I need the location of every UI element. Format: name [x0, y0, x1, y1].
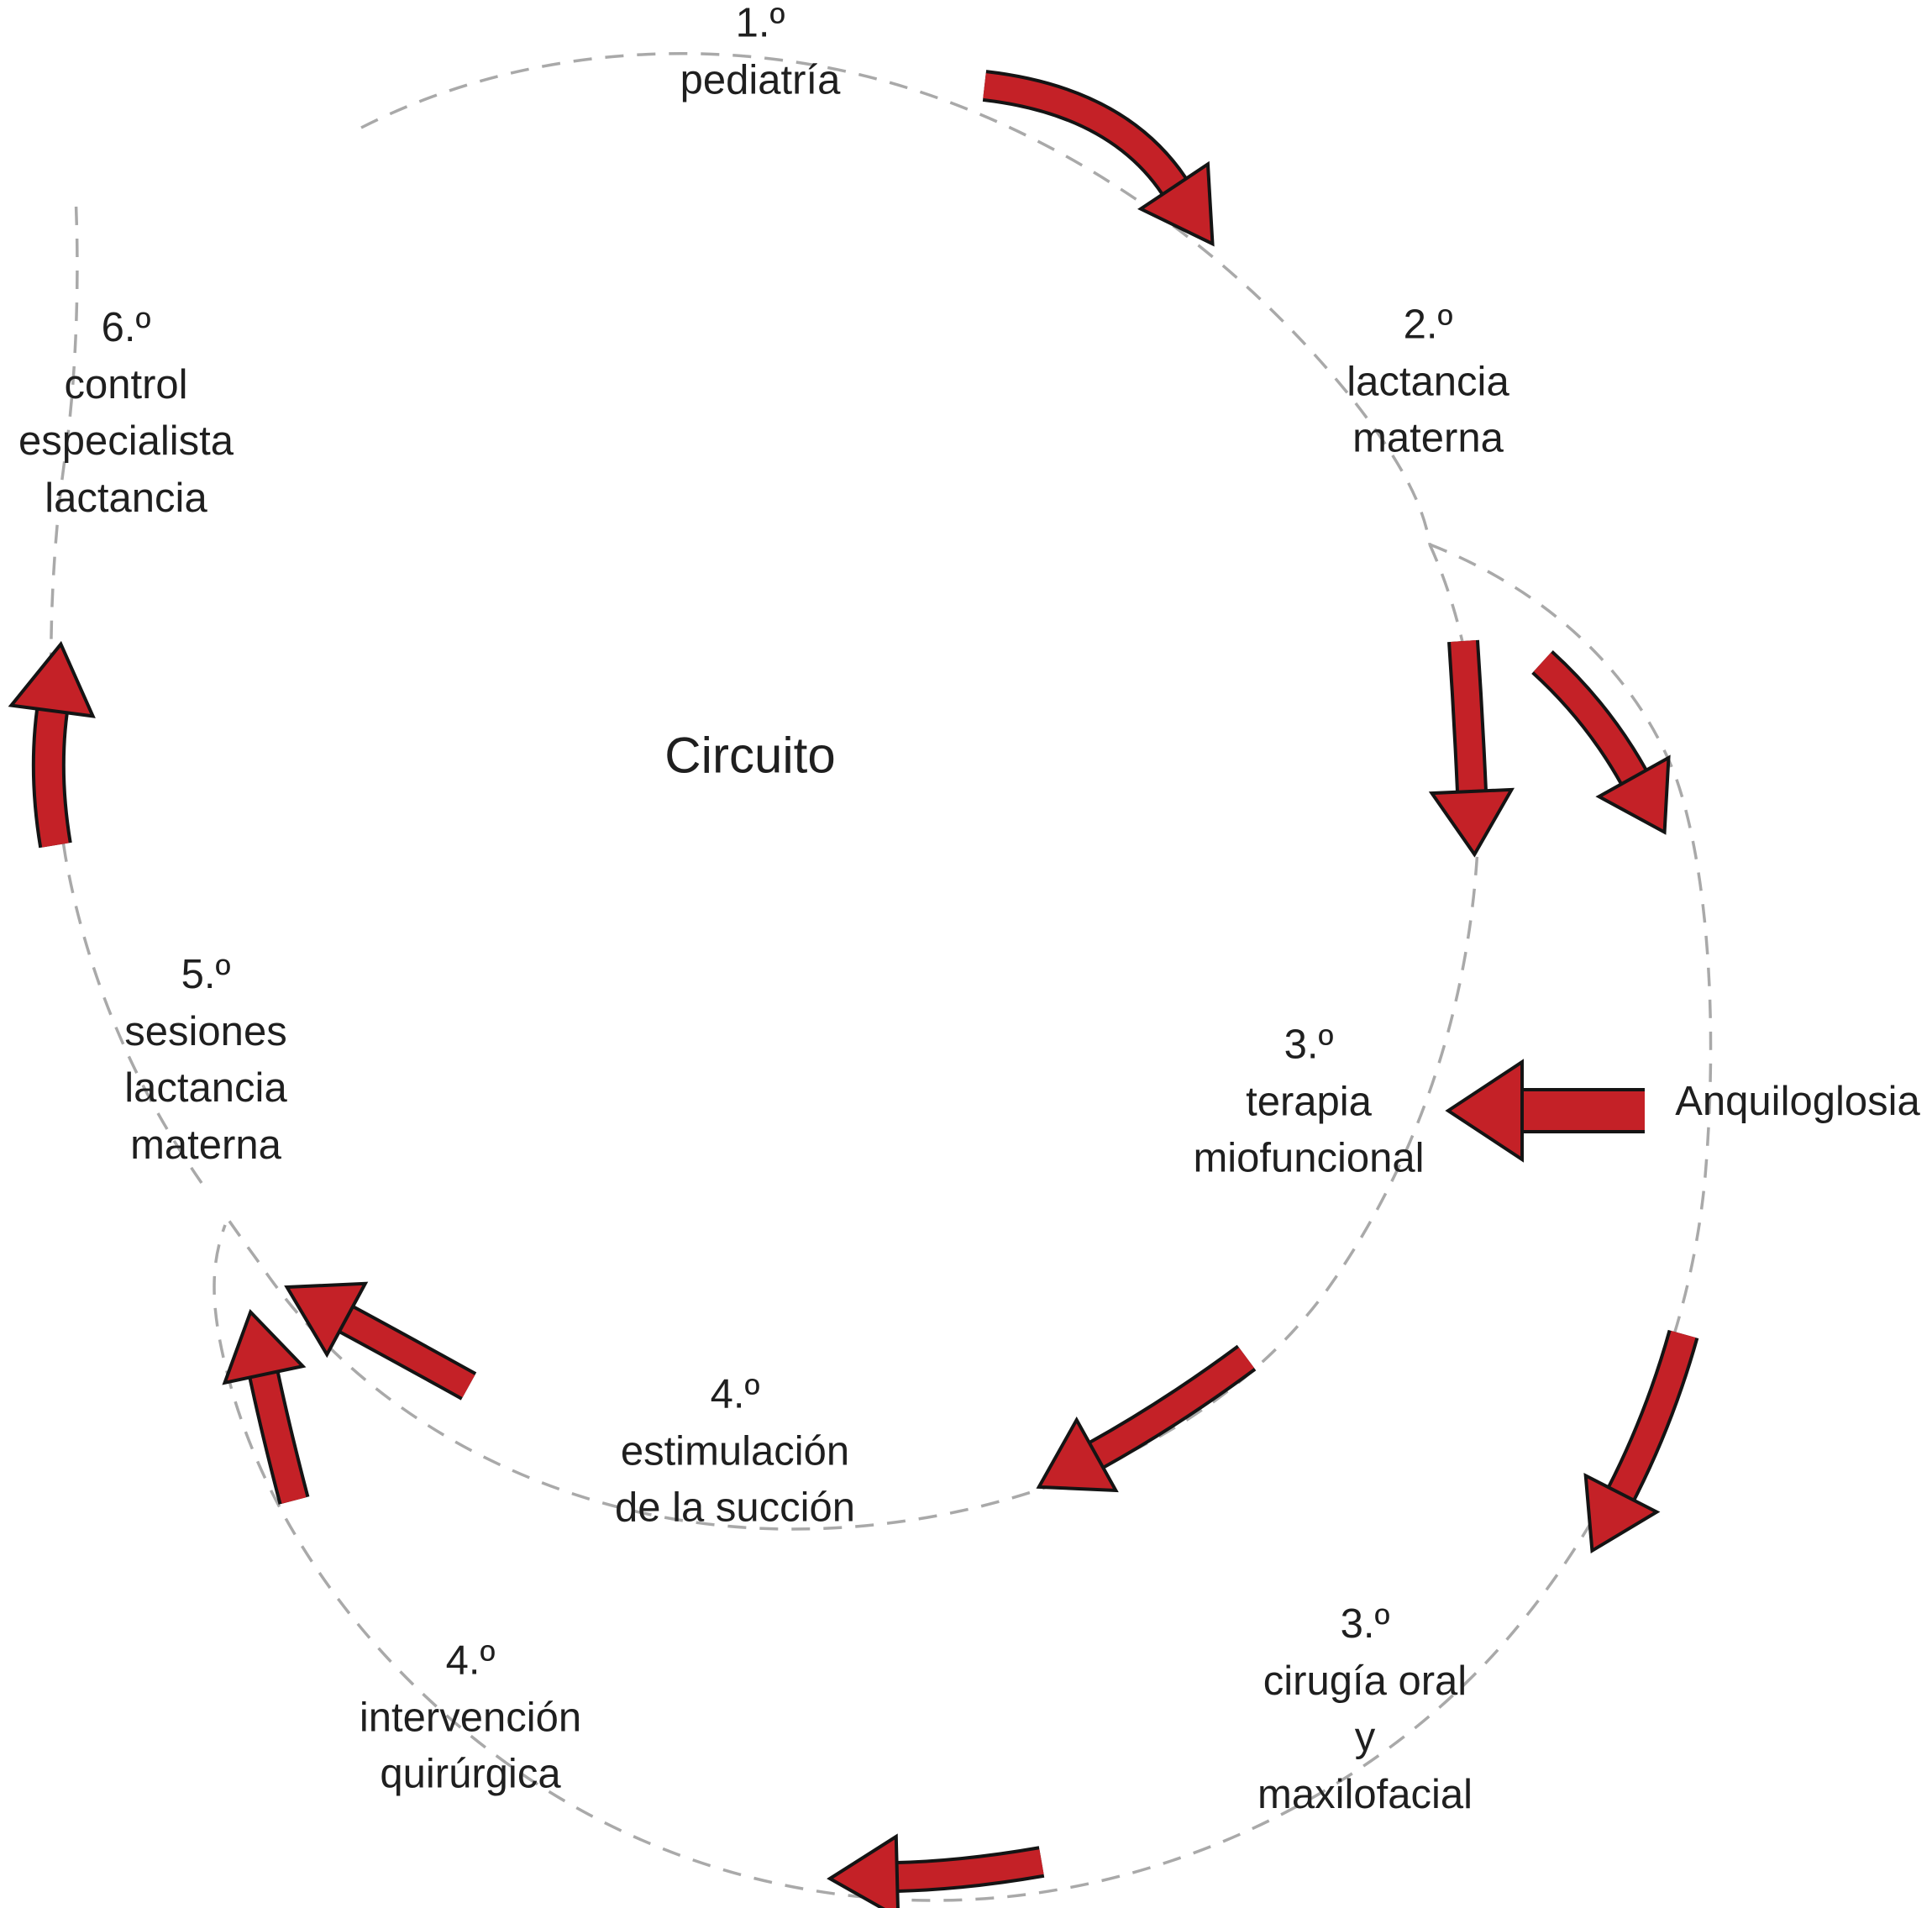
step-text: y	[1354, 1715, 1376, 1760]
arrow-estimulacion-to-sesiones	[284, 1281, 477, 1401]
step-number: 3.º	[1284, 1022, 1334, 1068]
arrow-layer	[8, 70, 1699, 1908]
dashed-arc-outer-branch	[213, 543, 1713, 1902]
arrow-anquiloglosia-to-circuit	[1445, 1059, 1645, 1163]
step-number: 3.º	[1340, 1601, 1390, 1647]
step-number: 6.º	[101, 304, 151, 350]
step-number: 1.º	[735, 0, 785, 46]
step-number: 4.º	[445, 1637, 496, 1684]
arrow-cirugia-to-intervencion	[827, 1833, 1045, 1908]
node-label-terapia-miofuncional: 3.º terapia miofuncional	[1193, 1017, 1424, 1188]
step-text: lactancia	[124, 1065, 287, 1111]
arrow-intervencion-to-sesiones	[222, 1308, 310, 1505]
arrow-terapia-to-estimulacion	[1036, 1344, 1257, 1493]
step-text: control	[64, 361, 188, 407]
step-text: lactancia	[45, 475, 207, 521]
step-text: sesiones	[124, 1008, 287, 1054]
arrow-split-to-cirugia	[1531, 649, 1671, 835]
step-text: de la succión	[614, 1485, 856, 1531]
arrow-outer-to-cirugia	[1583, 1329, 1699, 1554]
arrow-sesiones-to-control	[8, 640, 96, 849]
step-number: 2.º	[1403, 302, 1453, 348]
node-label-intervencion-quirurgica: 4.º intervención quirúrgica	[360, 1633, 581, 1804]
arrow-pediatria-to-lactancia	[982, 70, 1215, 247]
node-label-estimulacion-succion: 4.º estimulación de la succión	[615, 1367, 855, 1537]
step-text: miofuncional	[1193, 1135, 1425, 1181]
external-label-anquiloglosia: Anquiloglosia	[1675, 1079, 1920, 1125]
arrow-split-to-terapia	[1428, 639, 1515, 858]
step-text: lactancia	[1347, 359, 1509, 405]
node-label-sesiones-lactancia: 5.º sesiones lactancia materna	[124, 947, 286, 1174]
node-label-control-especialista: 6.º control especialista lactancia	[18, 300, 234, 527]
diagram-title: Circuito	[664, 727, 836, 784]
step-text: terapia	[1246, 1079, 1372, 1125]
step-text: maxilofacial	[1257, 1771, 1473, 1817]
node-label-cirugia-oral-maxilofacial: 3.º cirugía oral y maxilofacial	[1257, 1596, 1473, 1823]
step-text: quirúrgica	[380, 1751, 561, 1797]
step-text: cirugía oral	[1263, 1658, 1467, 1704]
step-number: 5.º	[181, 951, 231, 997]
dashed-arc-top	[360, 52, 1431, 545]
step-text: especialista	[18, 418, 234, 464]
step-text: materna	[130, 1122, 281, 1168]
step-text: estimulación	[620, 1428, 850, 1474]
node-label-lactancia-materna: 2.º lactancia materna	[1347, 297, 1509, 468]
step-text: materna	[1352, 415, 1504, 461]
step-text: intervención	[359, 1695, 582, 1741]
step-number: 4.º	[710, 1371, 760, 1417]
node-label-pediatria: 1.º pediatría	[680, 0, 841, 109]
step-text: pediatría	[680, 57, 841, 102]
